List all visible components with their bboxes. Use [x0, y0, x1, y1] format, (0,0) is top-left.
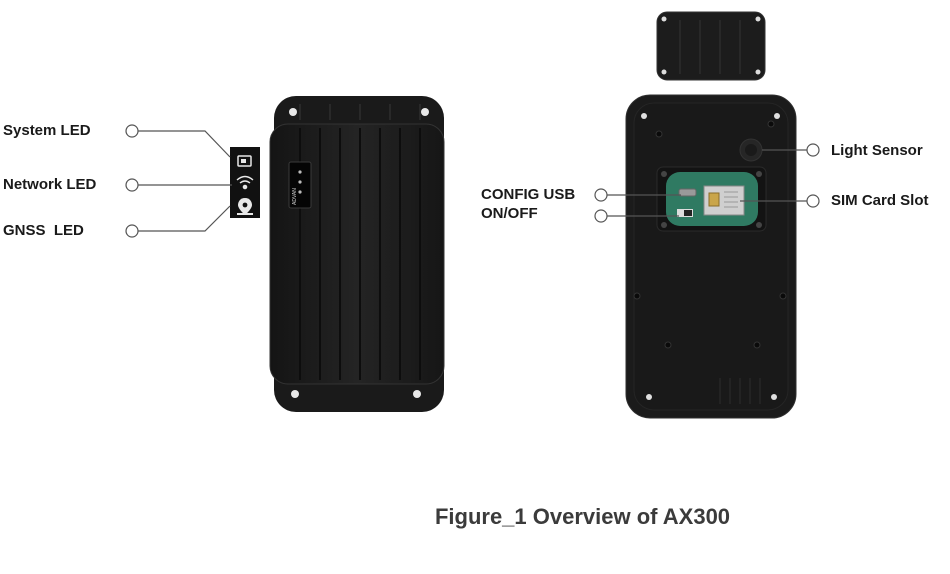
network-led-marker [125, 178, 139, 192]
left-leader-lines [125, 124, 232, 238]
system-led-marker [125, 124, 139, 138]
config-usb-label: CONFIG USB [481, 186, 576, 203]
led-window [288, 161, 312, 209]
light-sensor-label: Light Sensor [831, 142, 923, 159]
system-icon [237, 155, 252, 167]
device-brand-text: ADVAN [292, 188, 298, 205]
right-leader-lines [594, 143, 820, 223]
mounting-hole [421, 108, 429, 116]
device-back-view [625, 94, 797, 419]
on-off-label: ON/OFF [481, 205, 538, 222]
led-icon-panel [230, 147, 260, 218]
config-usb-marker [594, 188, 608, 202]
figure-caption: Figure_1 Overview of AX300 [434, 504, 731, 529]
on-off-marker [594, 209, 608, 223]
sim-card-slot-label: SIM Card Slot [831, 192, 929, 209]
gnss-led-marker [125, 224, 139, 238]
config-usb-port [678, 188, 697, 197]
mounting-hole [291, 390, 299, 398]
system-led-label: System LED [3, 122, 91, 139]
mounting-hole [413, 390, 421, 398]
sim-card-slot [703, 185, 745, 216]
network-icon [236, 175, 254, 190]
light-sensor-marker [806, 143, 820, 157]
gnss-led-label: GNSS LED [3, 222, 84, 239]
gnss-location-icon [237, 198, 253, 215]
detached-cover [656, 11, 766, 81]
device-front-view: ADVAN [269, 96, 445, 412]
sim-card-slot-marker [806, 194, 820, 208]
network-led-label: Network LED [3, 176, 97, 193]
mounting-hole [289, 108, 297, 116]
